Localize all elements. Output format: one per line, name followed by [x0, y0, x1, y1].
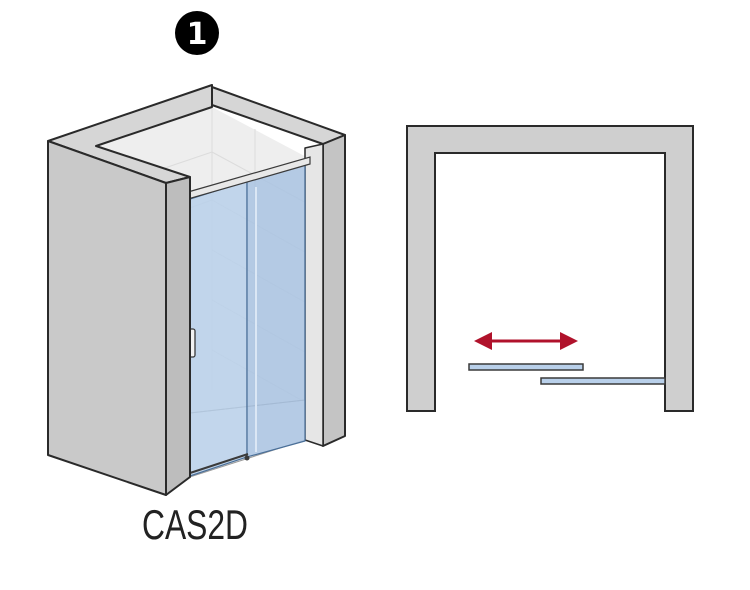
double-arrow-icon	[474, 332, 578, 350]
model-label: CAS2D	[142, 501, 248, 548]
left-wall-edge	[165, 176, 191, 496]
right-wall-front	[322, 134, 346, 447]
enclosure-plan-view	[406, 125, 694, 412]
left-wall-front	[47, 140, 167, 496]
right-wall-inner	[304, 143, 324, 447]
step-number: 1	[187, 17, 208, 52]
plan-glass-panel-sliding	[468, 363, 584, 371]
step-badge-circle	[175, 11, 219, 55]
plan-walls	[406, 125, 694, 412]
enclosure-3d-view	[47, 84, 346, 496]
glass-panel-left	[189, 180, 248, 477]
step-badge: 1	[175, 11, 219, 55]
plan-glass-panel-fixed	[540, 377, 666, 385]
bottom-rail	[189, 453, 249, 474]
roller	[244, 455, 250, 461]
